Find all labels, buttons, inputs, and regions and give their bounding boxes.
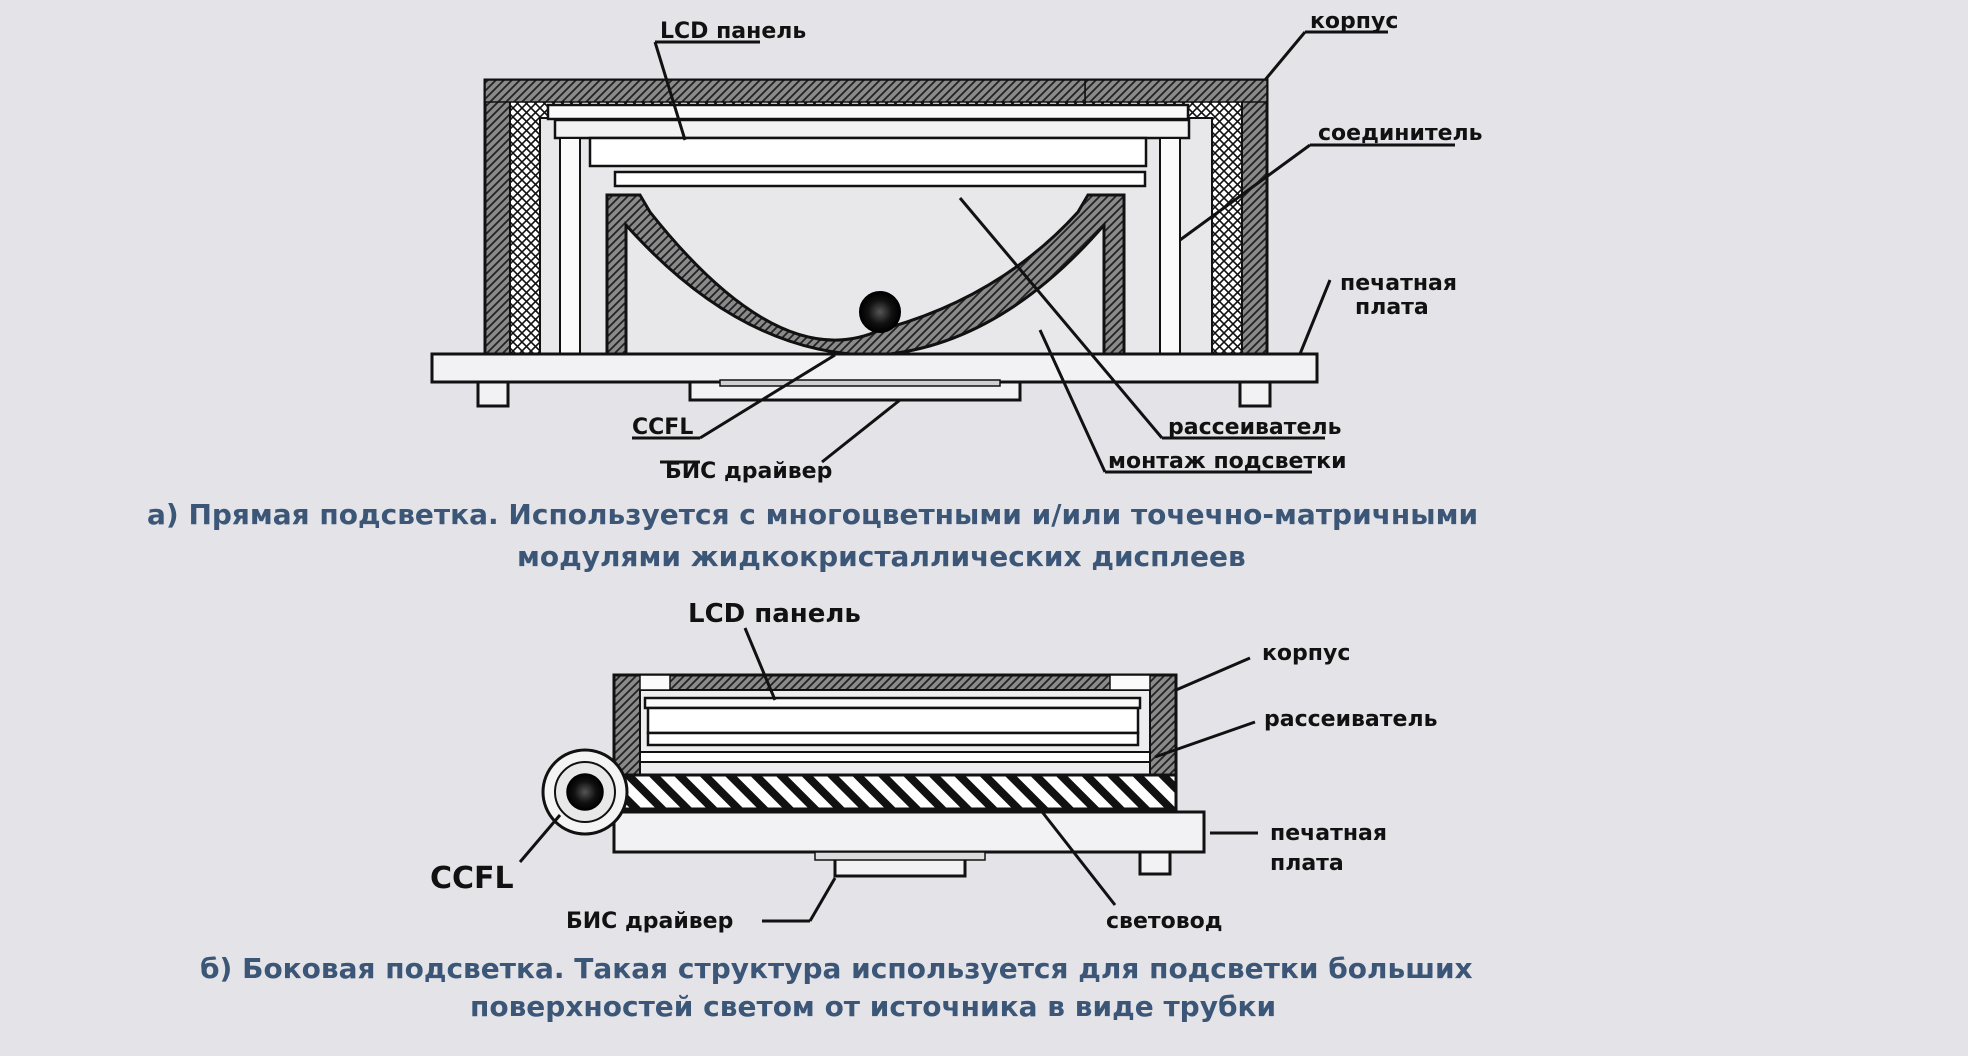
diagram-b-edge-backlight: LCD панель корпус рассеиватель печатная …: [200, 599, 1473, 1023]
label-lcd-panel-a: LCD панель: [660, 19, 806, 44]
label-case-b: корпус: [1262, 641, 1350, 666]
pcb-a: [430, 352, 1319, 384]
leader-lines-b: [518, 627, 1258, 923]
label-lcd-panel-b: LCD панель: [688, 599, 861, 629]
caption-a-line1: а) Прямая подсветка. Используется с мног…: [147, 498, 1478, 531]
caption-b-line2: поверхностей светом от источника в виде …: [470, 990, 1276, 1023]
diagram-a-direct-backlight: LCD панель корпус соединитель печатная п…: [147, 9, 1483, 573]
label-light-guide-b: световод: [1106, 909, 1223, 934]
label-ccfl-b: CCFL: [430, 861, 514, 896]
lcd-panel-b: [643, 696, 1142, 747]
pcb-b: [612, 810, 1206, 854]
label-driver-b: БИС драйвер: [566, 909, 733, 934]
diffuser-a: [613, 170, 1147, 188]
leader-lines-a: [632, 30, 1455, 474]
caption-a-line2: модулями жидкокристаллических дисплеев: [517, 540, 1246, 573]
label-backlight-mount-a: монтаж подсветки: [1108, 449, 1347, 474]
label-connector-a: соединитель: [1318, 121, 1483, 146]
label-driver-a: БИС драйвер: [665, 459, 832, 484]
caption-b-line1: б) Боковая подсветка. Такая структура ис…: [200, 952, 1473, 985]
label-pcb-b-line1: печатная: [1270, 821, 1387, 846]
label-diffuser-a: рассеиватель: [1168, 415, 1341, 440]
label-pcb-a-line2: плата: [1355, 295, 1429, 320]
label-ccfl-a: CCFL: [632, 415, 693, 440]
light-guide-b: [612, 773, 1178, 811]
label-case-a: корпус: [1310, 9, 1398, 34]
lcd-panel-a: [546, 103, 1191, 168]
label-diffuser-b: рассеиватель: [1264, 707, 1437, 732]
diffuser-b: [639, 751, 1151, 763]
label-pcb-a-line1: печатная: [1340, 271, 1457, 296]
ccfl-b: [541, 748, 629, 836]
ccfl-tube-a: [859, 291, 901, 333]
label-pcb-b-line2: плата: [1270, 851, 1344, 876]
